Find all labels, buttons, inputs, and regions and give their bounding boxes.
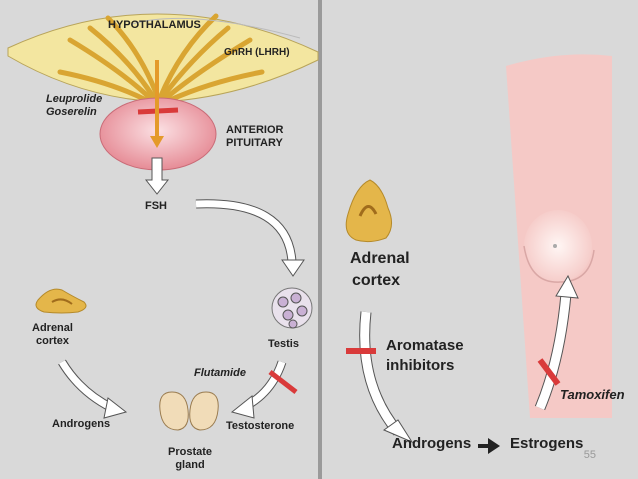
aromatase-label-2: inhibitors bbox=[386, 357, 455, 374]
prostate-gland-shape bbox=[159, 391, 219, 431]
gnrh-label: GnRH (LHRH) bbox=[224, 47, 290, 58]
androgens-label-left: Androgens bbox=[52, 418, 111, 430]
flutamide-label: Flutamide bbox=[194, 367, 246, 379]
prostate-label-2: gland bbox=[175, 459, 205, 471]
anterior-label: ANTERIOR bbox=[226, 124, 284, 136]
androgens-label-right: Androgens bbox=[392, 435, 472, 452]
pituitary-label: PITUITARY bbox=[226, 137, 283, 149]
adrenal-label-left-1: Adrenal bbox=[32, 322, 73, 334]
adrenal-label-right-1: Adrenal bbox=[350, 250, 410, 267]
testis-cells bbox=[271, 287, 313, 329]
testosterone-label: Testosterone bbox=[226, 420, 295, 432]
goserelin-label: Goserelin bbox=[46, 106, 97, 118]
testis-label: Testis bbox=[268, 338, 299, 350]
gnrh-neurons bbox=[57, 13, 265, 103]
estrogens-label: Estrogens bbox=[510, 435, 584, 452]
hypothalamus-label: HYPOTHALAMUS bbox=[108, 19, 201, 31]
adrenal-gland-right bbox=[345, 179, 392, 243]
panel-divider bbox=[318, 0, 322, 479]
adrenal-label-right-2: cortex bbox=[352, 272, 401, 289]
prostate-label-1: Prostate bbox=[167, 446, 213, 458]
fsh-label: FSH bbox=[145, 200, 167, 212]
aromatase-label-1: Aromatase bbox=[386, 337, 464, 354]
adrenal-gland-left bbox=[35, 288, 87, 314]
leuprolide-label: Leuprolide bbox=[46, 93, 103, 105]
adrenal-label-left-2: cortex bbox=[36, 335, 70, 347]
pathway-arrows-left bbox=[58, 157, 305, 419]
flutamide-block-mark bbox=[268, 370, 298, 394]
pathway-arrows-right bbox=[359, 274, 579, 454]
tamoxifen-block-mark bbox=[537, 358, 561, 386]
breast-shape bbox=[524, 210, 592, 282]
tamoxifen-label: Tamoxifen bbox=[560, 387, 625, 402]
page-number: 55 bbox=[583, 449, 596, 461]
